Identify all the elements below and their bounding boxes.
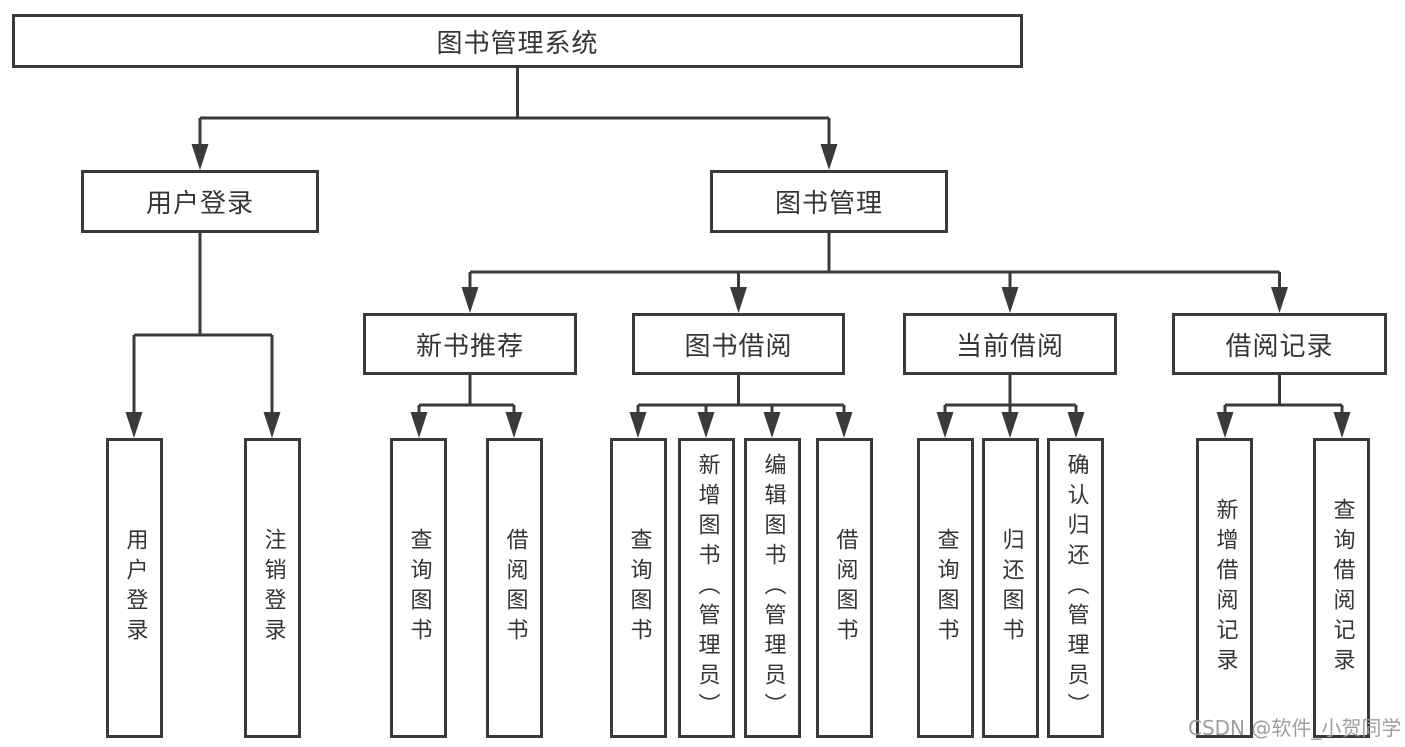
leaf-edit-book-admin: 编辑图书（管理员）	[744, 438, 801, 738]
node-user-login-label: 用户登录	[145, 189, 254, 219]
arrow-down-icon	[763, 412, 781, 438]
arrow-down-icon	[505, 412, 523, 438]
node-borrow-records: 借阅记录	[1172, 313, 1387, 375]
leaf-logout: 注销登录	[244, 438, 301, 738]
connector-user-login	[132, 233, 274, 418]
arrow-down-icon	[697, 412, 715, 438]
leaf-query-book-current-label: 查询图书	[933, 528, 959, 648]
leaf-confirm-return-admin: 确认归还（管理员）	[1047, 438, 1104, 738]
node-book-mgmt-label: 图书管理	[774, 189, 883, 219]
leaf-borrow-book-borrow: 借阅图书	[816, 438, 873, 738]
node-root-label: 图书管理系统	[436, 28, 599, 59]
leaf-borrow-book-borrow-label: 借阅图书	[832, 528, 858, 648]
leaf-return-book: 归还图书	[982, 438, 1039, 738]
leaf-borrow-book-newbooks: 借阅图书	[486, 438, 543, 738]
arrow-down-icon	[1333, 412, 1351, 438]
connector-borrow-records	[1223, 375, 1344, 418]
arrow-down-icon	[835, 412, 853, 438]
leaf-query-book-newbooks: 查询图书	[390, 438, 447, 738]
node-current-borrow: 当前借阅	[903, 313, 1117, 375]
connector-book-mgmt	[468, 233, 1281, 293]
arrow-down-icon	[1271, 287, 1288, 313]
leaf-query-book-borrow-label: 查询图书	[626, 528, 652, 648]
arrowhead-icons	[125, 144, 1351, 438]
leaf-query-borrow-record-label: 查询借阅记录	[1329, 498, 1355, 678]
leaf-query-book-current: 查询图书	[917, 438, 974, 738]
leaf-query-book-newbooks-label: 查询图书	[406, 528, 432, 648]
node-book-borrow-label: 图书借阅	[684, 331, 793, 362]
leaf-add-borrow-record-label: 新增借阅记录	[1212, 498, 1238, 678]
arrow-down-icon	[1001, 412, 1019, 438]
node-new-books: 新书推荐	[363, 313, 577, 375]
node-new-books-label: 新书推荐	[415, 331, 524, 362]
leaf-logout-label: 注销登录	[260, 528, 286, 648]
leaf-return-book-label: 归还图书	[998, 528, 1024, 648]
arrow-down-icon	[1067, 412, 1085, 438]
leaf-user-login: 用户登录	[106, 438, 163, 738]
node-book-mgmt: 图书管理	[710, 170, 948, 233]
node-current-borrow-label: 当前借阅	[955, 331, 1064, 362]
leaf-query-borrow-record: 查询借阅记录	[1313, 438, 1370, 738]
connector-root	[198, 68, 831, 150]
arrow-down-icon	[936, 412, 954, 438]
arrow-down-icon	[820, 144, 838, 170]
csdn-watermark: CSDN @软件_小贺同学	[1188, 716, 1402, 740]
arrow-down-icon	[1001, 287, 1019, 313]
arrow-down-icon	[730, 287, 747, 313]
connector-book-borrow	[636, 375, 846, 418]
leaf-add-book-admin-label: 新增图书（管理员）	[694, 453, 720, 723]
leaf-user-login-label: 用户登录	[122, 528, 148, 648]
leaf-query-book-borrow: 查询图书	[610, 438, 667, 738]
node-root: 图书管理系统	[12, 14, 1023, 68]
leaf-confirm-return-admin-label: 确认归还（管理员）	[1063, 453, 1089, 723]
node-user-login: 用户登录	[81, 170, 319, 233]
arrow-down-icon	[263, 412, 281, 438]
leaf-add-borrow-record: 新增借阅记录	[1196, 438, 1253, 738]
connector-current-borrow	[943, 375, 1078, 418]
leaf-borrow-book-newbooks-label: 借阅图书	[502, 528, 528, 648]
node-borrow-records-label: 借阅记录	[1225, 331, 1334, 362]
leaf-add-book-admin: 新增图书（管理员）	[678, 438, 735, 738]
arrow-down-icon	[629, 412, 647, 438]
arrow-down-icon	[125, 412, 143, 438]
arrow-down-icon	[461, 287, 479, 313]
arrow-down-icon	[191, 144, 209, 170]
connector-new-books	[417, 375, 516, 418]
leaf-edit-book-admin-label: 编辑图书（管理员）	[760, 453, 786, 723]
arrow-down-icon	[410, 412, 428, 438]
arrow-down-icon	[1216, 412, 1234, 438]
node-book-borrow: 图书借阅	[632, 313, 845, 375]
